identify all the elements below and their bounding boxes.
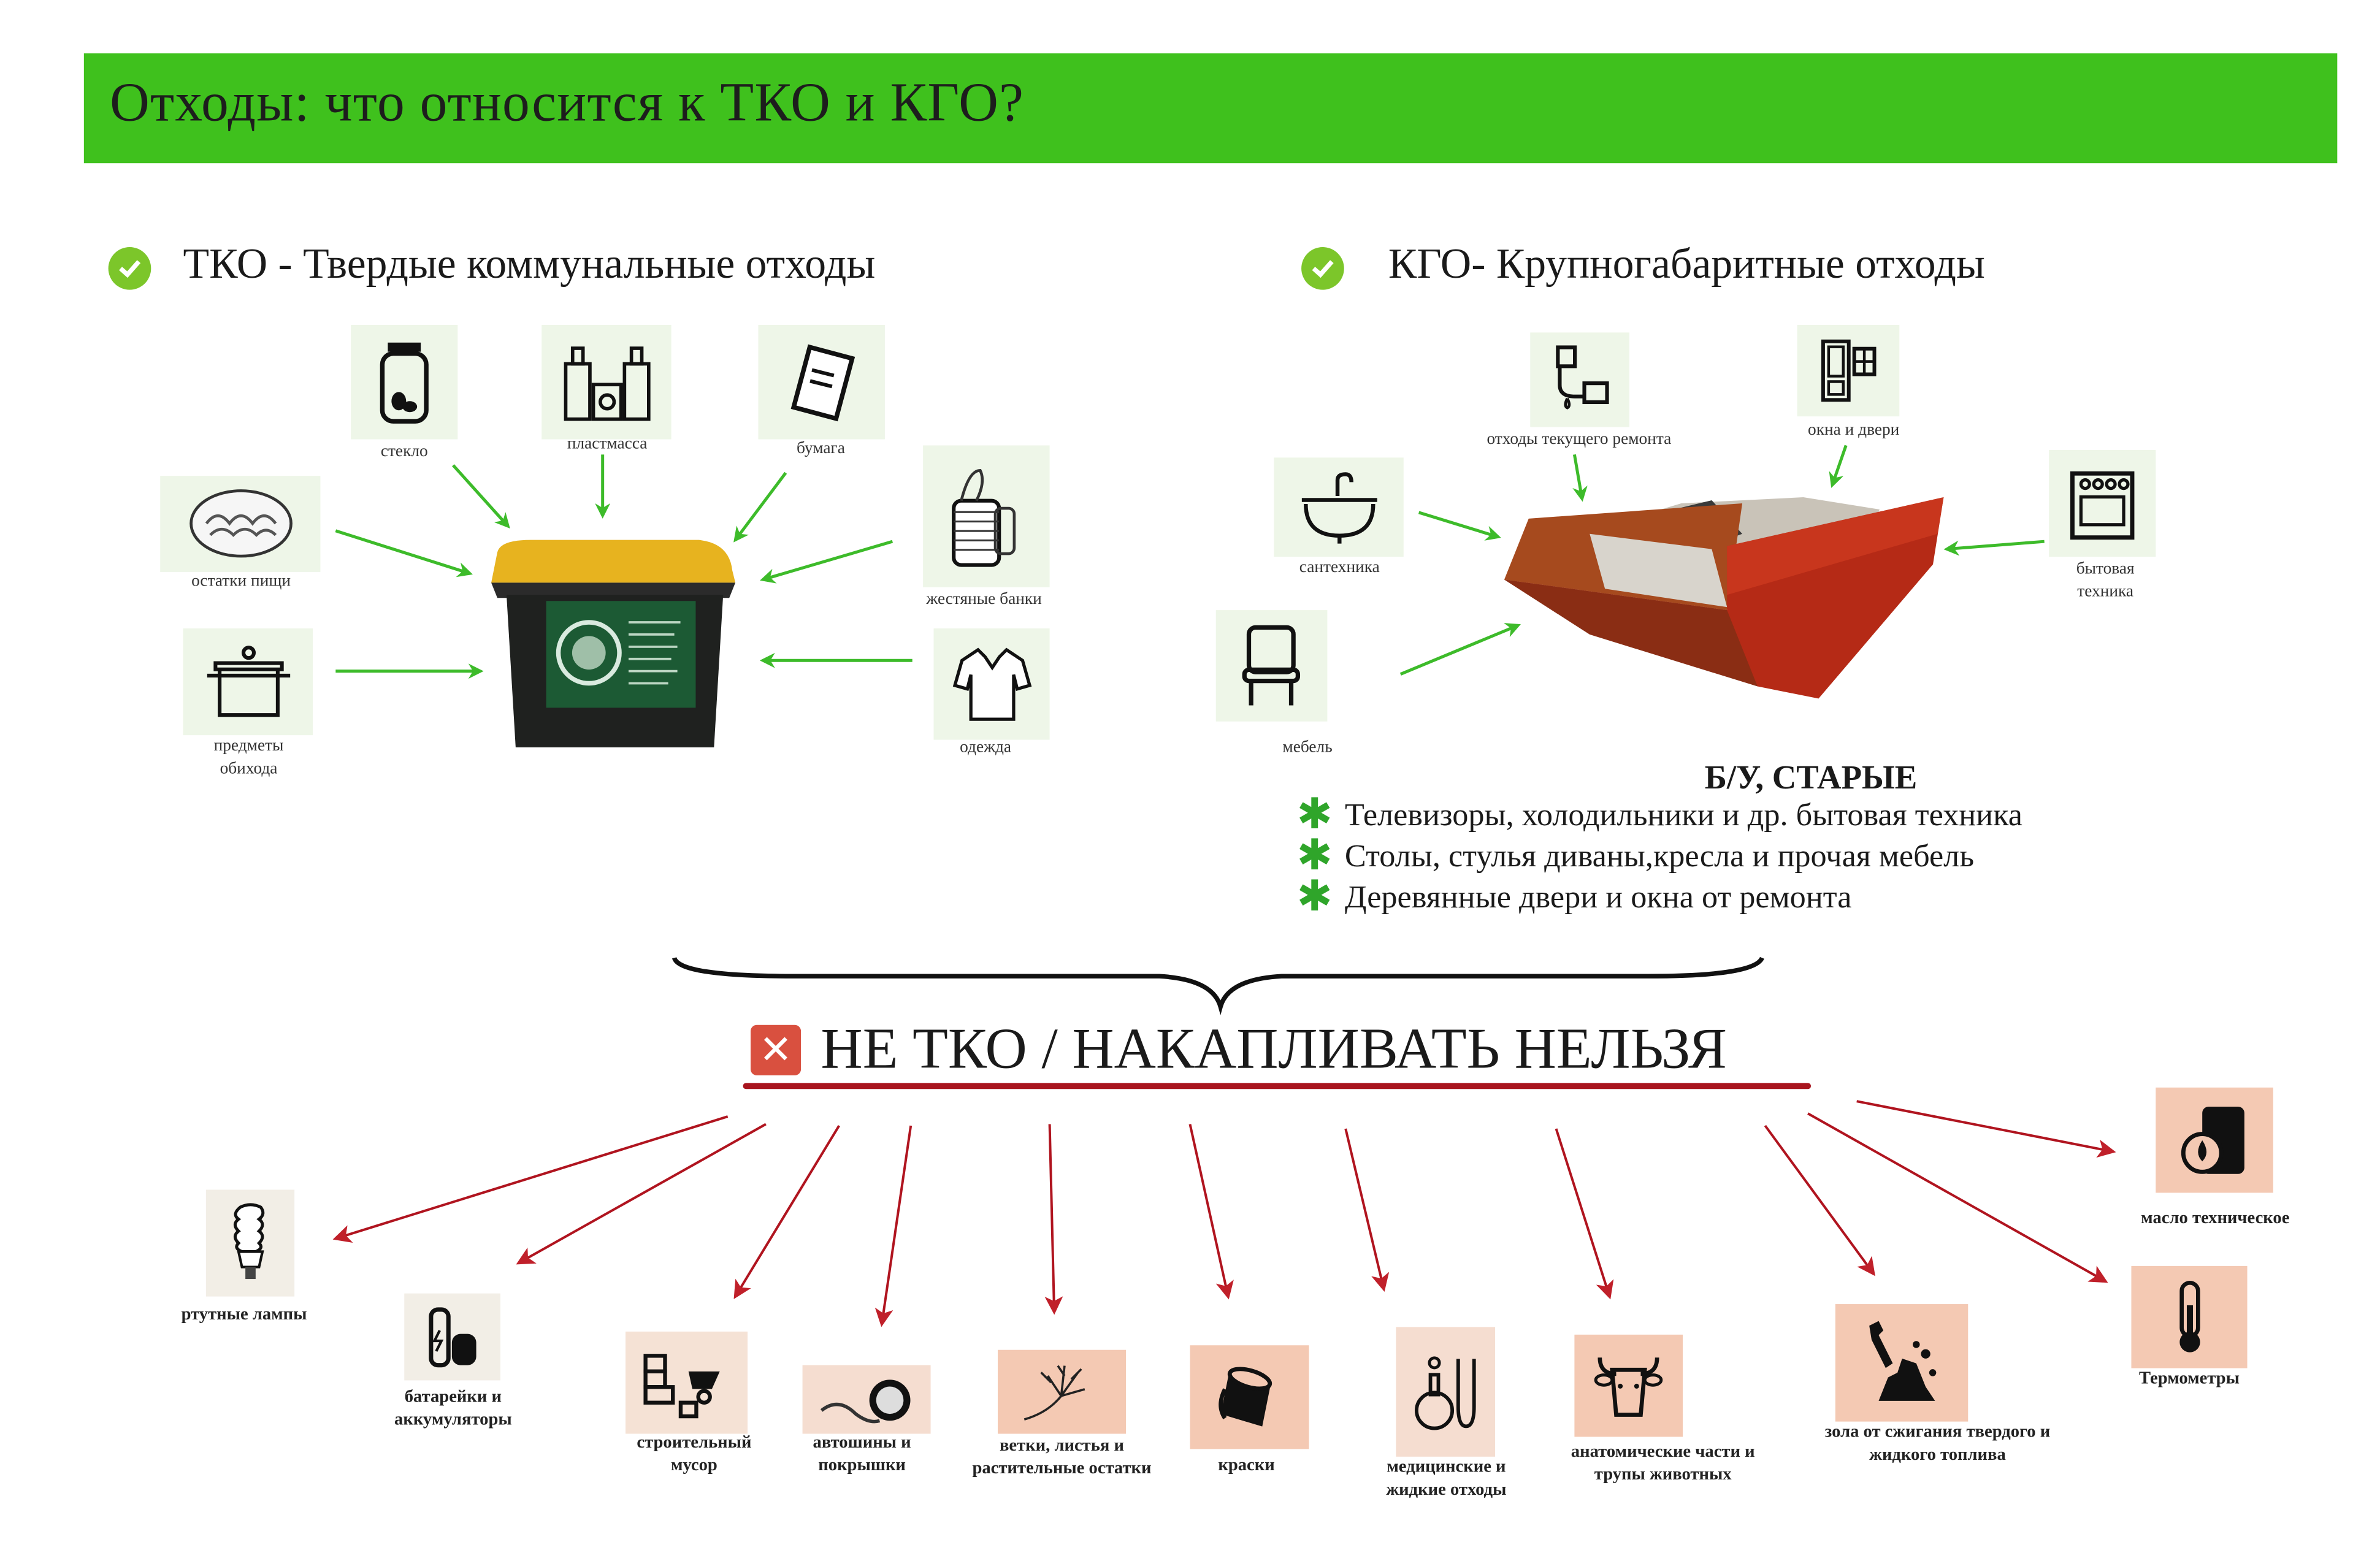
star-bullet-icon: ✱ [1296,873,1333,921]
cross-icon: ✕ [750,1025,802,1075]
bullet-item: ✱ Деревянные двери и окна от ремонта [1296,873,1852,921]
lamp-icon [205,1189,295,1297]
item-label: пластмасса [567,435,648,453]
green-arrow [1829,445,1848,488]
item-label: краски [1218,1456,1275,1475]
item-label: медицинские и жидкие отходы [1386,1458,1507,1500]
bullet-text: Телевизоры, холодильники и др. бытовая т… [1344,796,2022,833]
red-arrow [733,1124,840,1299]
item-label: анатомические части и трупы животных [1571,1443,1755,1484]
red-arrow [874,1125,913,1327]
check-icon [1301,247,1344,290]
battery-icon [404,1293,500,1381]
food-plate-icon [160,476,321,572]
paint-icon [1190,1345,1309,1449]
oil-barrel-icon [2156,1087,2273,1193]
item-label: ртутные лампы [181,1305,307,1324]
title-banner [83,53,2338,164]
item-label: масло техническое [2141,1209,2290,1228]
item-label: остатки пищи [191,571,291,590]
check-icon [108,247,151,290]
flask-icon [1396,1327,1496,1457]
item-label: отходы текущего ремонта [1487,430,1672,449]
sink-icon [1274,457,1404,557]
green-arrow [1418,511,1501,541]
item-label: ветки, листья и растительные остатки [972,1437,1152,1478]
tin-cans-icon [923,445,1050,587]
tko-section-title: ТКО - Твердые коммунальные отходы [183,241,876,289]
item-label: зола от сжигания твердого и жидкого топл… [1824,1423,2051,1465]
red-arrow [1807,1112,2108,1283]
item-label: стекло [380,442,428,461]
pot-icon [183,628,313,736]
door-window-icon [1797,324,1900,417]
kgo-section-title: КГО- Крупногабаритные отходы [1388,241,1985,289]
star-bullet-icon: ✱ [1296,832,1333,880]
item-label: батарейки и аккумуляторы [394,1387,512,1430]
bottles-icon [541,324,672,440]
thermometer-icon [2131,1265,2248,1368]
cow-icon [1574,1334,1683,1437]
green-arrow [1943,540,2045,556]
chair-icon [1215,610,1328,722]
stove-icon [2049,449,2156,557]
red-arrow [1856,1100,2116,1158]
tire-icon [802,1365,931,1434]
bullet-text: Деревянные двери и окна от ремонта [1344,878,1852,915]
green-arrow [335,529,473,578]
green-arrow [1399,623,1521,676]
star-bullet-icon: ✱ [1296,790,1333,839]
item-label: одежда [960,738,1012,757]
item-label: предметы обихода [213,736,284,778]
red-arrow [332,1115,729,1243]
item-label: строительный мусор [637,1433,752,1475]
green-arrow [760,540,893,584]
construction-icon [625,1331,748,1434]
bullet-item: ✱ Телевизоры, холодильники и др. бытовая … [1296,790,2022,839]
red-arrow [1555,1128,1614,1300]
used-old-heading: Б/У, СТАРЫЕ [1704,758,1918,796]
item-label: окна и двери [1808,421,1900,440]
shovel-ash-icon [1835,1304,1969,1422]
red-arrow [1344,1128,1390,1292]
red-arrow [516,1123,767,1265]
paper-icon [758,324,885,440]
item-label: бумага [797,439,845,458]
item-label: автошины и покрышки [813,1433,911,1475]
item-label: сантехника [1299,558,1380,577]
pipe-icon [1530,332,1629,427]
red-arrow [1044,1124,1063,1315]
green-arrow [452,464,510,528]
page-title: Отходы: что относится к ТКО и КГО? [110,71,1025,133]
branches-icon [998,1349,1126,1434]
green-arrow [733,471,787,543]
shirt-icon [933,628,1050,740]
item-label: жестяные банки [926,590,1042,609]
item-label: бытовая техника [2076,560,2135,601]
item-label: мебель [1282,738,1333,757]
item-label: Термометры [2139,1370,2240,1388]
bulky-waste-container-image [1504,497,1944,699]
bullet-text: Столы, стулья диваны,кресла и прочая меб… [1344,837,1975,874]
waste-bin-image [491,540,736,748]
red-arrow [1764,1124,1875,1276]
jar-icon [351,324,458,440]
red-arrow [1188,1124,1234,1300]
curly-brace [672,956,1764,1015]
not-tko-title: НЕ ТКО / НАКАПЛИВАТЬ НЕЛЬЗЯ [821,1017,1727,1082]
bullet-item: ✱ Столы, стулья диваны,кресла и прочая ме… [1296,832,1975,880]
green-arrow [1572,454,1588,502]
